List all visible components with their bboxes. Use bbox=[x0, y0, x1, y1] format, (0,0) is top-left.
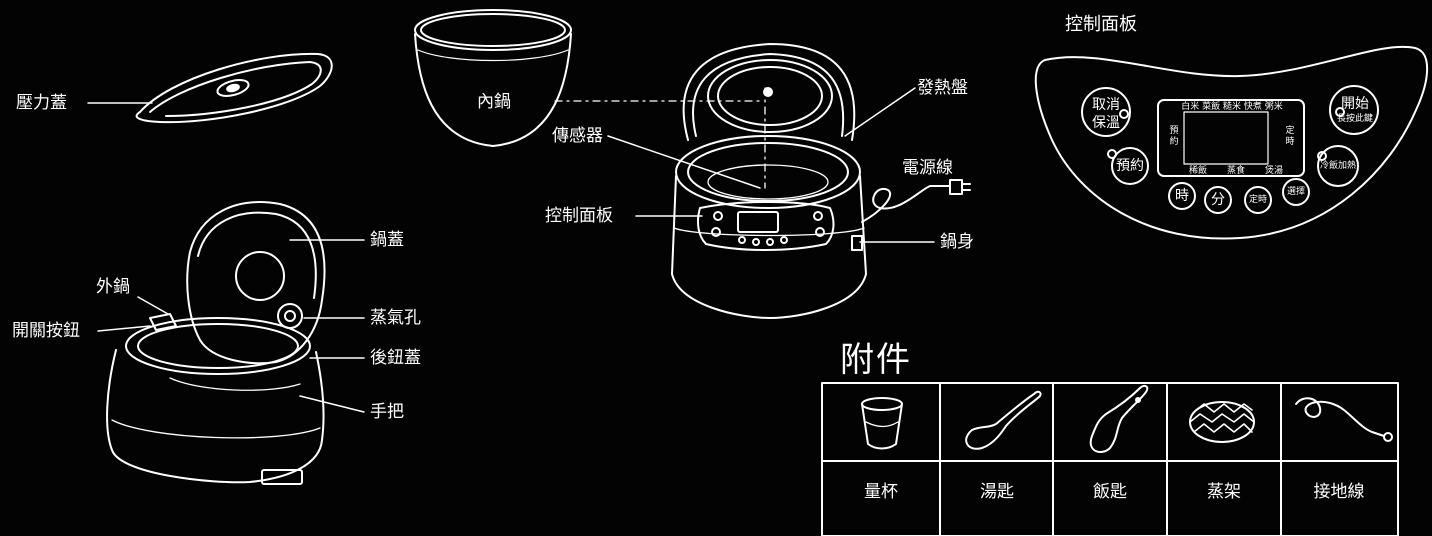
label-handle: 手把 bbox=[370, 402, 404, 422]
cooker-open-lid-drawing bbox=[106, 201, 326, 485]
panel-top-modes: 白米 菜飯 糙米 快煮 粥米 bbox=[1181, 102, 1283, 112]
control-panel-drawing bbox=[1034, 45, 1429, 240]
label-power-cord: 電源線 bbox=[902, 158, 953, 178]
panel-keep-warm-label: 保溫 bbox=[1092, 115, 1120, 131]
measuring-cup-icon bbox=[861, 397, 903, 450]
panel-select-label: 選擇 bbox=[1286, 187, 1305, 197]
accessories-title: 附件 bbox=[840, 340, 912, 380]
accessory-name: 接地線 bbox=[1313, 482, 1365, 502]
label-open-button: 開關按鈕 bbox=[12, 321, 80, 341]
label-sensor: 傳感器 bbox=[552, 126, 603, 146]
panel-cold-cook-label: 冷飯加熱 bbox=[1319, 161, 1356, 171]
label-rear-button-cover: 後鈕蓋 bbox=[370, 348, 421, 368]
label-pot-lid: 鍋蓋 bbox=[370, 230, 404, 250]
label-pressure-lid: 壓力蓋 bbox=[16, 93, 67, 113]
panel-right-tag: 定時 bbox=[1285, 126, 1295, 147]
panel-timer-label: 定時 bbox=[1248, 195, 1267, 205]
ground-wire-icon bbox=[1295, 397, 1393, 442]
steam-rack-icon bbox=[1189, 401, 1255, 443]
label-heating-plate: 發熱盤 bbox=[917, 78, 968, 98]
label-steam-hole: 蒸氣孔 bbox=[370, 308, 421, 328]
rice-paddle-icon bbox=[1089, 384, 1149, 453]
panel-minute-label: 分 bbox=[1211, 192, 1225, 208]
panel-bottom-mode-3: 煲湯 bbox=[1264, 166, 1283, 176]
panel-long-press-label: 長按此鍵 bbox=[1336, 114, 1373, 124]
main-cooker-drawing bbox=[671, 43, 971, 319]
label-pot-body: 鍋身 bbox=[940, 232, 974, 252]
accessory-name: 蒸架 bbox=[1207, 482, 1241, 502]
accessory-name: 量杯 bbox=[864, 482, 898, 502]
panel-left-tag: 預約 bbox=[1169, 126, 1179, 147]
panel-bottom-mode-2: 蒸食 bbox=[1226, 166, 1245, 176]
panel-reserve-label: 預約 bbox=[1116, 158, 1144, 174]
panel-hour-label: 時 bbox=[1175, 188, 1189, 204]
accessory-name: 湯匙 bbox=[980, 482, 1014, 502]
panel-start-label: 開始 bbox=[1341, 96, 1369, 112]
panel-bottom-mode-1: 稀飯 bbox=[1188, 166, 1207, 176]
label-outer-pot: 外鍋 bbox=[96, 277, 130, 297]
inner-pot-drawing bbox=[414, 9, 572, 147]
panel-title: 控制面板 bbox=[1065, 14, 1137, 35]
soup-spoon-icon bbox=[965, 390, 1042, 450]
label-control-panel: 控制面板 bbox=[545, 206, 613, 226]
accessories-table bbox=[821, 382, 1399, 536]
label-inner-pot: 內鍋 bbox=[477, 92, 511, 112]
panel-cancel-label: 取消 bbox=[1092, 97, 1120, 113]
pressure-lid-drawing bbox=[135, 52, 333, 124]
accessory-name: 飯匙 bbox=[1093, 482, 1127, 502]
